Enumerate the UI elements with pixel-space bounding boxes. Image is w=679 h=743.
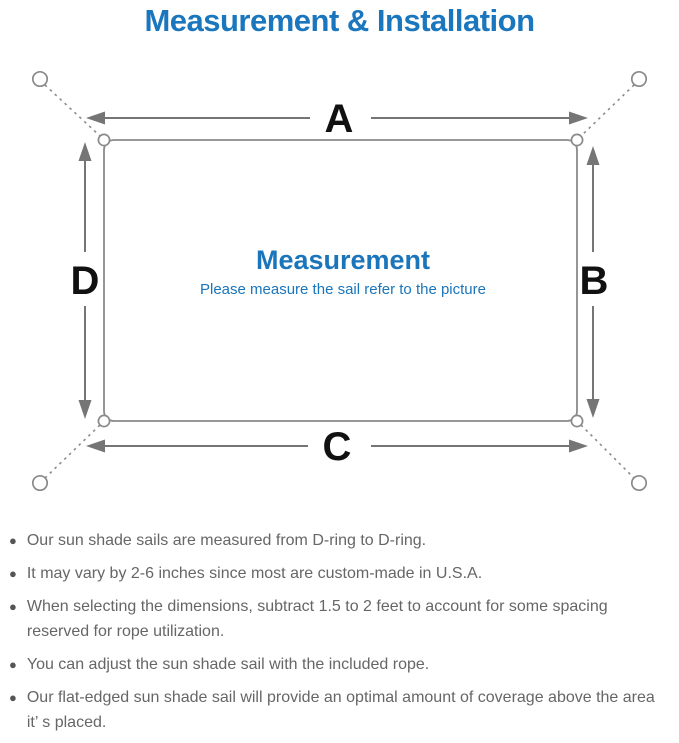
bullet-icon: ● bbox=[9, 566, 17, 581]
arrow-d-up-head-icon bbox=[78, 142, 92, 161]
anchor-circle-bottom-right bbox=[630, 474, 648, 492]
label-side-a: A bbox=[325, 97, 354, 141]
bullet-icon: ● bbox=[9, 690, 17, 705]
d-ring-top-right bbox=[570, 133, 584, 147]
arrow-b-down-head-icon bbox=[586, 399, 600, 418]
note-text: Our flat-edged sun shade sail will provi… bbox=[26, 689, 655, 731]
list-item: ● Our sun shade sails are measured from … bbox=[9, 528, 666, 553]
label-side-b: B bbox=[580, 259, 609, 303]
bullet-icon: ● bbox=[9, 657, 17, 672]
page-title: Measurement & Installation bbox=[144, 3, 535, 38]
d-ring-bottom-right bbox=[570, 414, 584, 428]
arrow-a-left-head-icon bbox=[86, 111, 105, 125]
note-text: You can adjust the sun shade sail with t… bbox=[26, 656, 430, 673]
list-item: ● When selecting the dimensions, subtrac… bbox=[9, 594, 666, 644]
diagram-center-subtitle: Please measure the sail refer to the pic… bbox=[200, 281, 486, 298]
anchor-circle-bottom-left bbox=[31, 474, 49, 492]
measurement-diagram: A C D B Measurement Please measure the s… bbox=[31, 70, 648, 492]
anchor-circle-top-right bbox=[630, 70, 648, 88]
rope-dash-top-right bbox=[580, 84, 635, 137]
d-ring-bottom-left bbox=[97, 414, 111, 428]
sail-outline bbox=[103, 139, 578, 422]
list-item: ● It may vary by 2-6 inches since most a… bbox=[9, 561, 666, 586]
bullet-icon: ● bbox=[9, 533, 17, 548]
note-text: Our sun shade sails are measured from D-… bbox=[26, 532, 427, 549]
diagram-center-title: Measurement bbox=[256, 245, 430, 275]
arrow-a-right-head-icon bbox=[569, 111, 588, 125]
notes-list: ● Our sun shade sails are measured from … bbox=[9, 528, 666, 743]
note-text: When selecting the dimensions, subtract … bbox=[26, 598, 608, 640]
bullet-icon: ● bbox=[9, 599, 17, 614]
list-item: ● You can adjust the sun shade sail with… bbox=[9, 652, 666, 677]
rope-dash-bottom-left bbox=[44, 424, 101, 479]
rope-dash-top-left bbox=[44, 84, 101, 137]
note-text: It may vary by 2-6 inches since most are… bbox=[26, 565, 483, 582]
arrow-c-right-head-icon bbox=[569, 439, 588, 453]
list-item: ● Our flat-edged sun shade sail will pro… bbox=[9, 685, 666, 735]
anchor-circle-top-left bbox=[31, 70, 49, 88]
arrow-b-up-head-icon bbox=[586, 146, 600, 165]
rope-dash-bottom-right bbox=[580, 424, 635, 479]
label-side-d: D bbox=[71, 259, 100, 303]
arrow-c-left-head-icon bbox=[86, 439, 105, 453]
arrow-d-down-head-icon bbox=[78, 400, 92, 419]
d-ring-top-left bbox=[97, 133, 111, 147]
label-side-c: C bbox=[323, 425, 352, 469]
